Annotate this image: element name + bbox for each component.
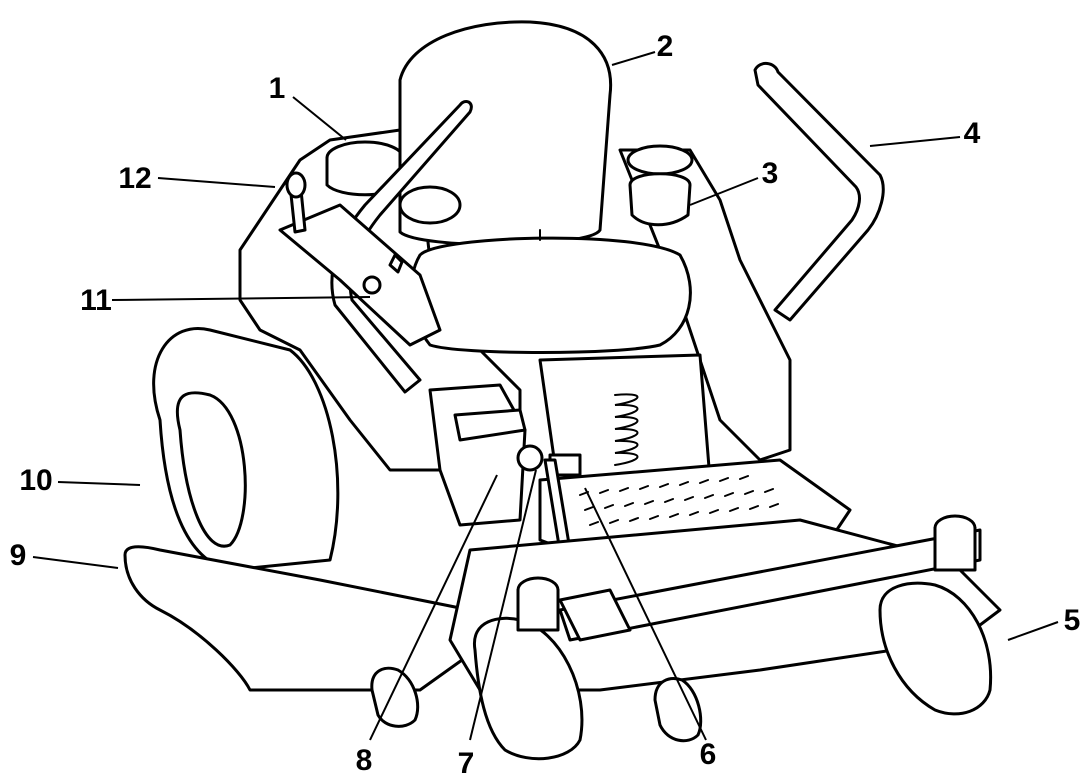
seat-illustration	[398, 20, 692, 354]
callout-8: 8	[356, 744, 373, 777]
callout-3: 3	[762, 157, 779, 190]
callout-11: 11	[80, 284, 112, 317]
callout-12: 12	[118, 162, 151, 195]
leader-line-8	[369, 474, 498, 741]
leader-line-2	[611, 51, 656, 66]
fuel-cap-right-illustration	[626, 144, 694, 227]
callout-6: 6	[700, 738, 717, 771]
leader-line-6	[584, 487, 707, 741]
leader-line-3	[689, 177, 759, 206]
callout-9: 9	[10, 539, 27, 572]
leader-line-5	[1007, 621, 1059, 641]
leader-line-11	[111, 296, 371, 301]
leader-line-10	[57, 481, 141, 486]
callout-5: 5	[1064, 604, 1081, 637]
leader-line-4	[869, 136, 961, 147]
leader-line-12	[157, 177, 276, 188]
callout-labels: 1 2 3 4 5 6 7 8 9 10 11 12	[10, 30, 1081, 777]
callout-2: 2	[657, 30, 674, 63]
callout-10: 10	[19, 464, 52, 497]
callout-7: 7	[458, 747, 475, 777]
leader-line-1	[292, 96, 347, 141]
leader-line-9	[32, 556, 119, 569]
callout-1: 1	[269, 72, 286, 105]
cutting-deck-illustration	[123, 518, 1002, 692]
control-panel-illustration	[278, 171, 442, 347]
rear-tire-illustration	[152, 327, 340, 572]
deck-lift-illustration	[428, 383, 582, 584]
caster-wheels-illustration	[370, 514, 993, 761]
callout-4: 4	[964, 117, 981, 150]
leader-lines	[32, 51, 1059, 741]
motion-control-lever-illustration	[753, 62, 885, 322]
leader-line-7	[469, 469, 537, 741]
